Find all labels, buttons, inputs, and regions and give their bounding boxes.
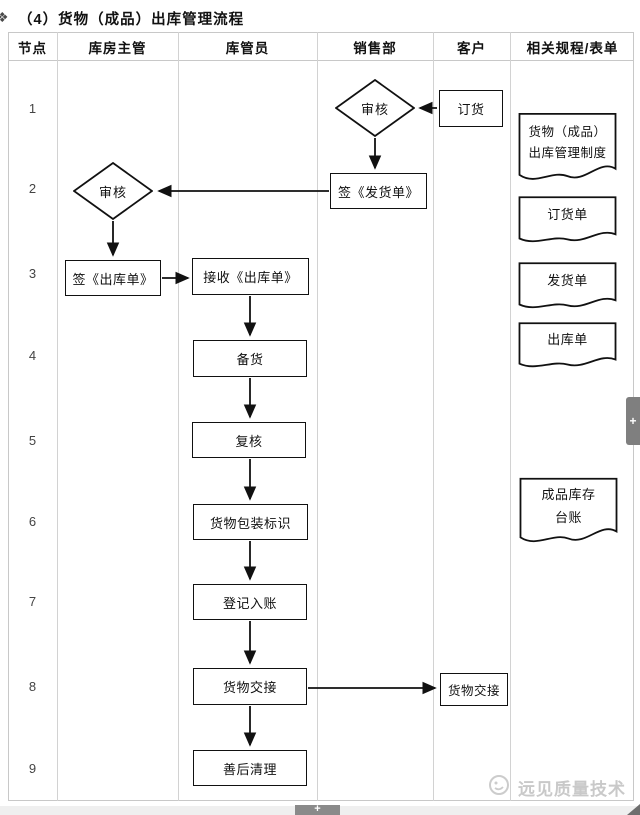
watermark: 远见质量技术 [486,772,636,800]
node-number-3: 3 [28,265,37,281]
bottom-expand-tab[interactable]: + [295,804,340,815]
header-node: 节点 [18,41,47,56]
bullet-icon: ❖ [0,9,9,25]
document-outbound-policy-label: 货物（成品） 出库管理制度 [528,124,607,160]
node-number-5: 5 [28,432,37,448]
node-number-9: 9 [28,760,37,776]
document-outbound-note-label: 出库单 [547,332,588,348]
node-number-2: 2 [28,180,37,196]
corner-fold-icon [627,804,640,815]
header-keeper: 库管员 [225,41,270,56]
document-outbound-note: 出库单 [518,322,617,371]
document-outbound-policy: 货物（成品） 出库管理制度 [518,112,617,186]
step-recheck: 复核 [192,422,306,458]
decision-sales-review-label: 审核 [360,101,389,117]
node-number-1: 1 [28,100,37,116]
node-number-6: 6 [28,513,37,529]
document-shipping-note: 发货单 [518,262,617,312]
step-customer-order: 订货 [439,90,503,127]
column-divider [178,32,179,801]
node-number-4: 4 [28,347,37,363]
watermark-text: 远见质量技术 [518,780,626,799]
page-title: （4）货物（成品）出库管理流程 [18,12,245,28]
header-customer: 客户 [457,41,486,56]
step-goods-handover: 货物交接 [193,668,307,705]
header-divider [8,60,634,61]
document-inventory-ledger-label: 成品库存 台账 [541,487,596,525]
step-package-marking: 货物包装标识 [193,504,308,540]
step-receive-outbound-note: 接收《出库单》 [192,258,309,295]
column-divider [510,32,511,801]
step-sign-shipping-note: 签《发货单》 [330,173,427,209]
column-divider [317,32,318,801]
step-customer-goods-handover: 货物交接 [440,673,508,706]
decision-supervisor-review: 审核 [73,162,153,220]
document-order-form-label: 订货单 [547,206,588,222]
step-final-cleanup: 善后清理 [193,750,307,786]
node-number-7: 7 [28,593,37,609]
node-number-8: 8 [28,678,37,694]
title-row: ❖ （4）货物（成品）出库管理流程 [0,6,640,30]
step-prepare-goods: 备货 [193,340,307,377]
step-register-accounts: 登记入账 [193,584,307,620]
step-sign-outbound-note: 签《出库单》 [65,260,161,296]
document-order-form: 订货单 [518,196,617,246]
column-divider [57,32,58,801]
side-expand-tab[interactable]: + [626,397,640,445]
decision-supervisor-review-label: 审核 [98,184,127,200]
document-inventory-ledger: 成品库存 台账 [519,477,618,548]
header-docs: 相关规程/表单 [526,41,619,56]
header-supervisor: 库房主管 [88,41,147,56]
header-sales: 销售部 [353,41,397,56]
watermark-logo-icon [489,775,509,795]
column-divider [433,32,434,801]
document-shipping-note-label: 发货单 [547,272,588,288]
decision-sales-review: 审核 [335,79,415,137]
